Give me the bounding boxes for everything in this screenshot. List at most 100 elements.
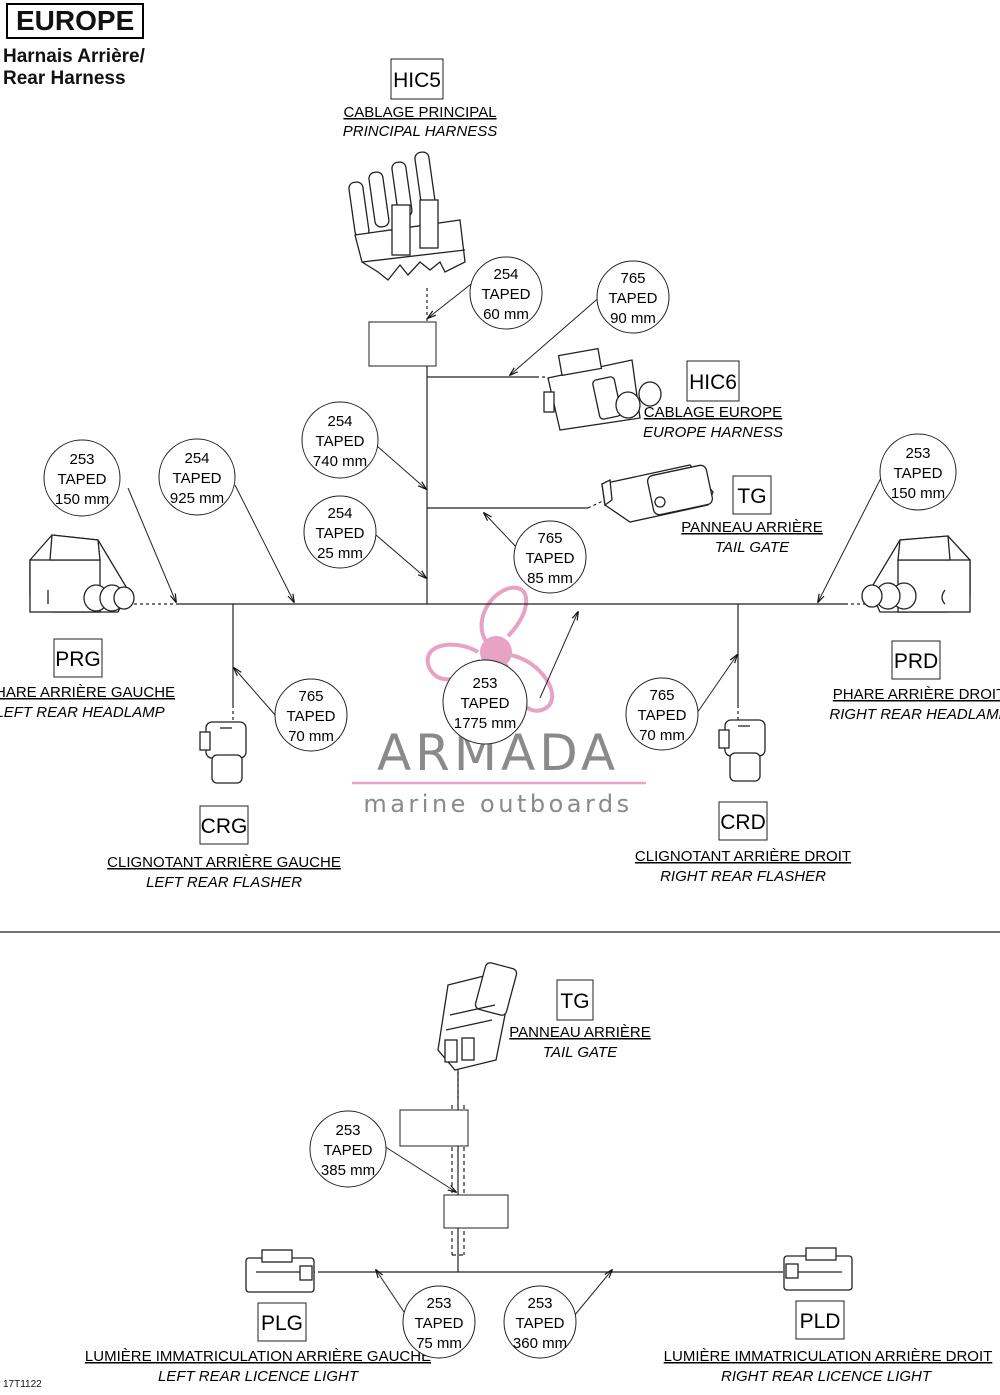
callout-wire-desc: TAPED — [316, 525, 365, 542]
callout-wire-number: 253 — [472, 675, 497, 692]
hic5-code: HIC5 — [393, 69, 441, 92]
diagram-subtitle: Harnais Arrière/ Rear Harness — [3, 46, 145, 90]
wire-callout: 253 TAPED 1775 mm — [442, 659, 528, 745]
callout-wire-number: 254 — [327, 505, 352, 522]
prg-name-fr: PHARE ARRIÈRE GAUCHE — [0, 684, 175, 701]
callout-wire-number: 765 — [649, 687, 674, 704]
tg-label: TG PANNEAU ARRIÈRE TAIL GATE — [681, 475, 823, 556]
pld-code: PLD — [800, 1310, 841, 1333]
plg-label: PLG LUMIÈRE IMMATRICULATION ARRIÈRE GAUC… — [85, 1302, 431, 1385]
hic6-name-en: EUROPE HARNESS — [643, 424, 783, 441]
callout-wire-desc: TAPED — [287, 708, 336, 725]
crg-label: CRG CLIGNOTANT ARRIÈRE GAUCHE LEFT REAR … — [107, 805, 341, 891]
pld-name-fr: LUMIÈRE IMMATRICULATION ARRIÈRE DROIT — [664, 1348, 993, 1365]
callout-wire-desc: TAPED — [609, 290, 658, 307]
crd-label: CRD CLIGNOTANT ARRIÈRE DROIT RIGHT REAR … — [635, 801, 851, 885]
plg-connector-icon — [245, 1249, 315, 1293]
hic5-connector-icon — [348, 151, 466, 281]
callout-wire-desc: TAPED — [894, 465, 943, 482]
prg-name-en: LEFT REAR HEADLAMP — [0, 704, 165, 721]
callout-wire-desc: TAPED — [316, 433, 365, 450]
prd-name-fr: PHARE ARRIÈRE DROIT — [833, 686, 1000, 703]
pld-label: PLD LUMIÈRE IMMATRICULATION ARRIÈRE DROI… — [664, 1300, 993, 1385]
lower-junction-box-1 — [399, 1109, 469, 1147]
subtitle-line-fr: Harnais Arrière/ — [3, 46, 145, 67]
callout-wire-length: 740 mm — [313, 453, 367, 470]
callout-wire-length: 60 mm — [483, 306, 529, 323]
tg-name-fr: PANNEAU ARRIÈRE — [681, 519, 822, 536]
wire-callout: 253 TAPED 360 mm — [503, 1285, 577, 1359]
prg-code: PRG — [55, 648, 101, 671]
callout-wire-desc: TAPED — [415, 1315, 464, 1332]
region-title: EUROPE — [6, 3, 145, 39]
wire-callout: 765 TAPED 70 mm — [625, 677, 699, 751]
callout-wire-length: 1775 mm — [454, 715, 517, 732]
callout-wire-number: 254 — [327, 413, 352, 430]
hic5-name-en: PRINCIPAL HARNESS — [343, 123, 498, 140]
wire-callout: 765 TAPED 90 mm — [596, 260, 670, 334]
hic6-code: HIC6 — [689, 371, 737, 394]
plg-code: PLG — [261, 1312, 303, 1335]
callout-wire-length: 150 mm — [891, 485, 945, 502]
wire-callout: 254 TAPED 60 mm — [469, 256, 543, 330]
callout-wire-number: 253 — [335, 1122, 360, 1139]
callout-wire-desc: TAPED — [482, 286, 531, 303]
callout-wire-number: 765 — [537, 530, 562, 547]
bottom-callout-leaders — [376, 1145, 612, 1319]
tg-bottom-name-en: TAIL GATE — [543, 1044, 618, 1061]
pld-connector-icon — [783, 1247, 853, 1291]
crd-name-fr: CLIGNOTANT ARRIÈRE DROIT — [635, 848, 851, 865]
hic5-name-fr: CABLAGE PRINCIPAL — [343, 104, 496, 121]
callout-wire-desc: TAPED — [516, 1315, 565, 1332]
lower-junction-box-2 — [443, 1194, 509, 1229]
hic6-name-fr: CABLAGE EUROPE — [644, 404, 782, 421]
plg-name-fr: LUMIÈRE IMMATRICULATION ARRIÈRE GAUCHE — [85, 1348, 431, 1365]
watermark-tagline: marine outboards — [363, 790, 632, 818]
crd-connector-icon — [718, 719, 766, 782]
wire-callout: 765 TAPED 70 mm — [274, 678, 348, 752]
wire-callout: 254 TAPED 925 mm — [158, 438, 236, 516]
callout-wire-desc: TAPED — [638, 707, 687, 724]
callout-wire-length: 85 mm — [527, 570, 573, 587]
callout-wire-length: 25 mm — [317, 545, 363, 562]
callout-wire-length: 90 mm — [610, 310, 656, 327]
callout-wire-length: 360 mm — [513, 1335, 567, 1352]
wire-callout: 253 TAPED 75 mm — [402, 1285, 476, 1359]
callout-leaders — [127, 276, 884, 717]
plg-name-en: LEFT REAR LICENCE LIGHT — [158, 1368, 360, 1385]
prd-label: PRD PHARE ARRIÈRE DROIT RIGHT REAR HEADL… — [829, 640, 1000, 723]
tg-bottom-name-fr: PANNEAU ARRIÈRE — [509, 1024, 650, 1041]
hic6-connector-icon — [543, 347, 662, 431]
hic5-label: HIC5 CABLAGE PRINCIPAL PRINCIPAL HARNESS — [343, 58, 498, 140]
callout-wire-number: 253 — [426, 1295, 451, 1312]
hic6-label: HIC6 CABLAGE EUROPE EUROPE HARNESS — [643, 360, 783, 441]
callout-wire-length: 925 mm — [170, 490, 224, 507]
callout-wire-length: 385 mm — [321, 1162, 375, 1179]
callout-wire-length: 70 mm — [639, 727, 685, 744]
callout-wire-number: 765 — [620, 270, 645, 287]
callout-wire-desc: TAPED — [58, 471, 107, 488]
callout-wire-length: 150 mm — [55, 491, 109, 508]
crg-name-fr: CLIGNOTANT ARRIÈRE GAUCHE — [107, 854, 341, 871]
subtitle-line-en: Rear Harness — [3, 68, 126, 89]
prd-connector-icon — [861, 535, 971, 613]
wire-callout: 254 TAPED 25 mm — [303, 495, 377, 569]
pld-name-en: RIGHT REAR LICENCE LIGHT — [721, 1368, 933, 1385]
callout-wire-desc: TAPED — [324, 1142, 373, 1159]
callout-wire-length: 70 mm — [288, 728, 334, 745]
callout-wire-number: 253 — [69, 451, 94, 468]
callout-wire-length: 75 mm — [416, 1335, 462, 1352]
callout-wire-number: 254 — [493, 266, 518, 283]
prg-connector-icon — [29, 534, 135, 613]
callout-wire-desc: TAPED — [526, 550, 575, 567]
callout-wire-desc: TAPED — [173, 470, 222, 487]
tg-bottom-connector-icon — [437, 962, 518, 1071]
tg-connector-icon — [601, 464, 714, 523]
callout-wire-number: 253 — [905, 445, 930, 462]
tg-name-en: TAIL GATE — [715, 539, 790, 556]
harness-junction-box — [368, 321, 437, 367]
drawing-code: 17T1122 — [3, 1379, 42, 1390]
wire-callout: 254 TAPED 740 mm — [301, 401, 379, 479]
callout-wire-desc: TAPED — [461, 695, 510, 712]
